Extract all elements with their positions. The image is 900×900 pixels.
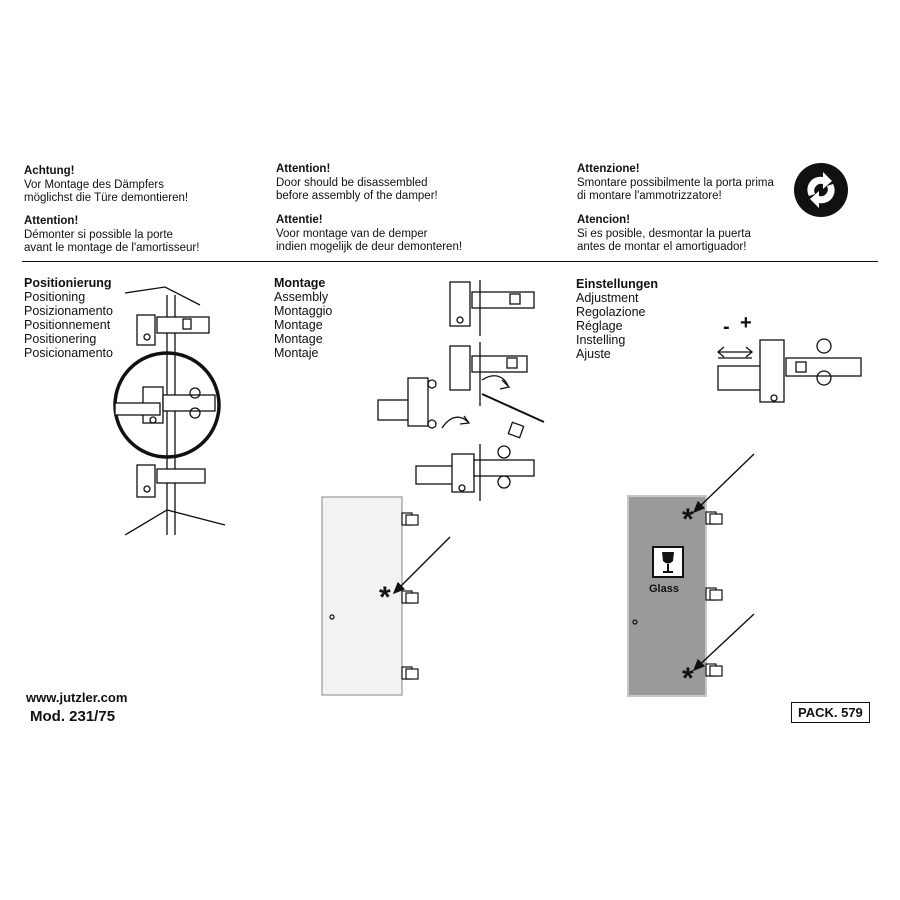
section-line: Posizionamento: [24, 304, 113, 318]
section-positioning: Positionierung Positioning Posizionament…: [24, 276, 113, 360]
footer-url: www.jutzler.com: [26, 690, 128, 705]
section-adjustment: Einstellungen Adjustment Regolazione Rég…: [576, 277, 658, 361]
section-line: Positionering: [24, 332, 97, 346]
glass-door-illustration: [627, 453, 755, 697]
notice-line: möglichst die Türe demontieren!: [24, 192, 189, 204]
door-marker: *: [682, 662, 694, 695]
notice-fr: Attention! Démonter si possible la porte…: [24, 215, 199, 256]
notice-line: Vor Montage des Dämpfers: [24, 178, 164, 191]
section-line: Posicionamento: [24, 346, 113, 360]
notice-line: di montare l'ammotrizzatore!: [577, 190, 722, 202]
notice-line: Démonter si possible la porte: [24, 228, 173, 241]
section-title: Positionierung: [24, 276, 112, 290]
pack-label: PACK. 579: [791, 702, 870, 723]
section-line: Positioning: [24, 290, 86, 304]
positioning-illustration: [113, 286, 226, 536]
section-line: Regolazione: [576, 305, 646, 319]
section-title: Einstellungen: [576, 277, 658, 291]
notice-de: Achtung! Vor Montage des Dämpfers möglic…: [24, 165, 188, 206]
section-line: Montaggio: [274, 304, 333, 318]
adjustment-illustration: [716, 338, 862, 403]
section-line: Ajuste: [576, 347, 611, 361]
notice-line: avant le montage de l'amortisseur!: [24, 242, 200, 254]
notice-line: Door should be disassembled: [276, 176, 428, 189]
glass-label: Glass: [649, 583, 679, 595]
notice-line: before assembly of the damper!: [276, 190, 438, 202]
notice-title: Attention!: [276, 163, 331, 175]
notice-nl: Attentie! Voor montage van de demper ind…: [276, 214, 462, 255]
adjust-plus-sign: +: [740, 312, 752, 334]
notice-title: Achtung!: [24, 165, 75, 177]
door-marker: *: [379, 581, 391, 614]
section-line: Positionnement: [24, 318, 111, 332]
section-line: Assembly: [274, 290, 329, 304]
notice-title: Attention!: [24, 215, 79, 227]
notice-title: Atencion!: [577, 214, 631, 226]
door-marker: *: [682, 503, 694, 536]
assembly-illustration: [377, 280, 545, 501]
section-line: Réglage: [576, 319, 623, 333]
plain-door-illustration: [321, 496, 451, 696]
notice-line: Voor montage van de demper: [276, 227, 428, 240]
notice-it: Attenzione! Smontare possibilmente la po…: [577, 163, 774, 204]
adjust-minus-sign: -: [723, 316, 730, 338]
section-line: Instelling: [576, 333, 626, 347]
notice-line: Si es posible, desmontar la puerta: [577, 227, 751, 240]
notice-line: indien mogelijk de deur demonteren!: [276, 241, 463, 253]
section-title: Montage: [274, 276, 326, 290]
section-line: Adjustment: [576, 291, 639, 305]
notice-title: Attenzione!: [577, 163, 640, 175]
section-line: Montage: [274, 332, 323, 346]
section-line: Montage: [274, 318, 323, 332]
notice-line: antes de montar el amortiguador!: [577, 241, 747, 253]
section-assembly: Montage Assembly Montaggio Montage Monta…: [274, 276, 332, 360]
notice-title: Attentie!: [276, 214, 323, 226]
notice-line: Smontare possibilmente la porta prima: [577, 176, 774, 189]
section-divider: [22, 261, 878, 262]
section-line: Montaje: [274, 346, 319, 360]
fragile-glass-icon: [652, 546, 684, 578]
recycling-icon: [794, 163, 848, 217]
notice-es: Atencion! Si es posible, desmontar la pu…: [577, 214, 751, 255]
model-number: Mod. 231/75: [30, 708, 116, 725]
notice-en: Attention! Door should be disassembled b…: [276, 163, 438, 204]
